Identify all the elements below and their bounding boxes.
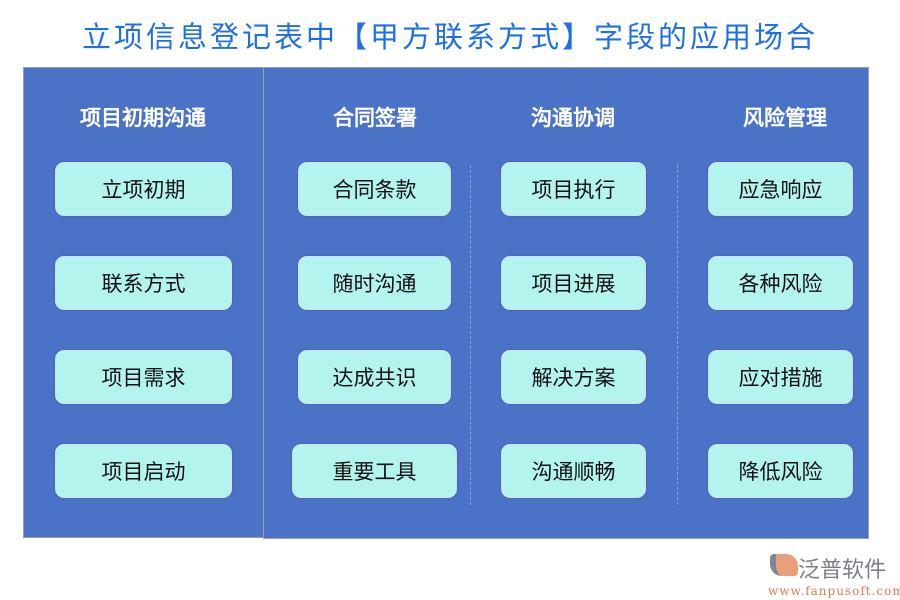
logo-name: 泛普软件 bbox=[798, 558, 887, 583]
logo: 泛普软件 www.fanpusoft.com bbox=[768, 552, 900, 598]
item-box: 降低风险 bbox=[708, 444, 853, 498]
item-box: 随时沟通 bbox=[298, 256, 451, 310]
item-box: 重要工具 bbox=[292, 444, 457, 498]
column-header: 项目初期沟通 bbox=[80, 105, 206, 130]
item-box: 解决方案 bbox=[501, 350, 646, 404]
column-header: 沟通协调 bbox=[531, 105, 615, 130]
column-header: 合同签署 bbox=[333, 105, 417, 130]
item-box: 各种风险 bbox=[708, 256, 853, 310]
item-box: 合同条款 bbox=[298, 162, 451, 216]
page-title: 立项信息登记表中【甲方联系方式】字段的应用场合 bbox=[81, 20, 818, 54]
item-box: 应急响应 bbox=[708, 162, 853, 216]
item-box: 项目执行 bbox=[501, 162, 646, 216]
item-box: 项目进展 bbox=[501, 256, 646, 310]
logo-url: www.fanpusoft.com bbox=[768, 584, 900, 598]
item-box: 应对措施 bbox=[708, 350, 853, 404]
divider bbox=[470, 165, 471, 505]
item-box: 项目启动 bbox=[55, 444, 232, 498]
item-box: 立项初期 bbox=[55, 162, 232, 216]
item-box: 沟通顺畅 bbox=[501, 444, 646, 498]
item-box: 项目需求 bbox=[55, 350, 232, 404]
column-header: 风险管理 bbox=[743, 105, 827, 130]
logo-icon bbox=[770, 554, 798, 576]
divider bbox=[677, 165, 678, 505]
item-box: 联系方式 bbox=[55, 256, 232, 310]
item-box: 达成共识 bbox=[298, 350, 451, 404]
